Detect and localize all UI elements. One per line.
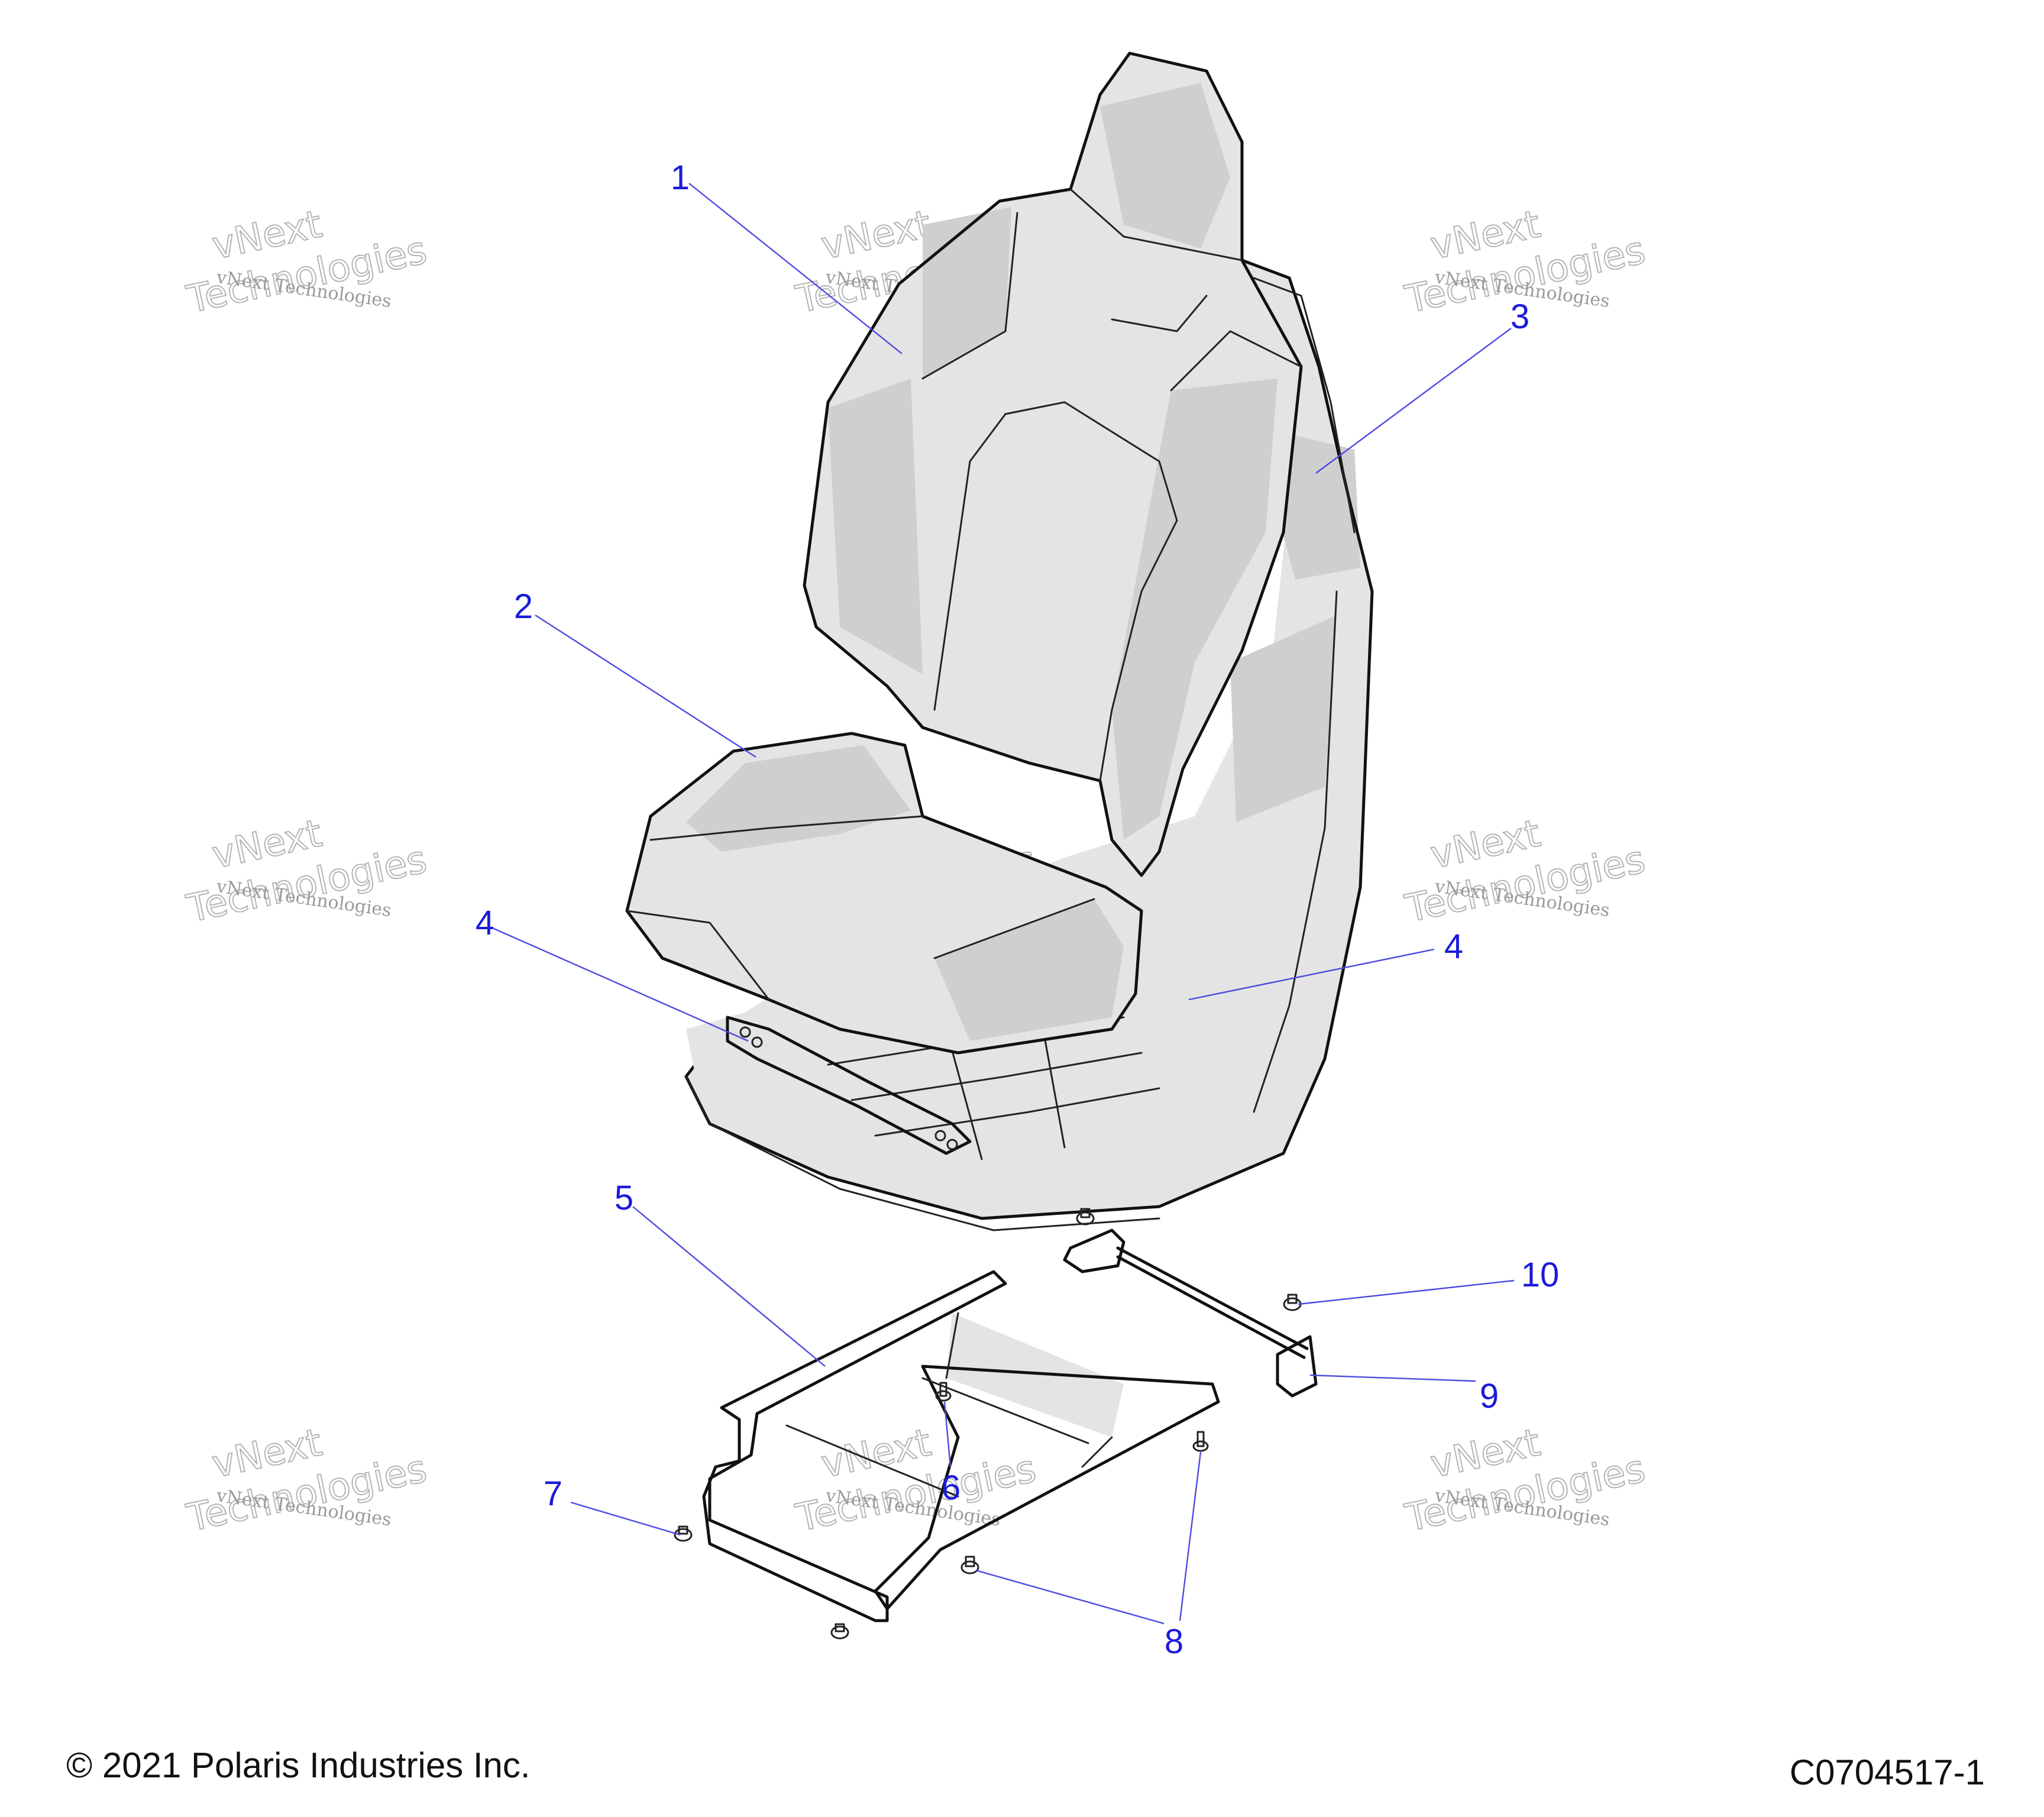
callout-6: 6 <box>942 1469 960 1507</box>
bolt-10 <box>1283 1294 1302 1311</box>
leader-8b <box>1179 1451 1202 1621</box>
drawing-number: C0704517-1 <box>1789 1753 1985 1792</box>
seat-bottom-cushion <box>625 732 1143 1055</box>
leader-6 <box>943 1401 952 1467</box>
callout-10: 10 <box>1521 1256 1560 1294</box>
callout-5: 5 <box>615 1179 633 1217</box>
fasteners <box>674 1208 1302 1640</box>
leader-10 <box>1298 1279 1515 1305</box>
callout-9: 9 <box>1480 1377 1499 1415</box>
leader-4b <box>1188 948 1435 1001</box>
watermark: vNext Technologies <box>182 811 431 932</box>
callout-1: 1 <box>671 159 690 197</box>
bolt-8b <box>1192 1431 1209 1452</box>
callout-7: 7 <box>544 1475 562 1513</box>
leader-9 <box>1309 1374 1476 1382</box>
leader-lines <box>493 183 1515 1625</box>
strap <box>726 1016 972 1155</box>
leader-1 <box>688 183 903 354</box>
watermark: vNext Technologies <box>182 202 431 322</box>
callout-8: 8 <box>1165 1622 1183 1661</box>
leader-2 <box>535 614 756 758</box>
leader-4a <box>493 927 749 1042</box>
copyright-notice: © 2021 Polaris Industries Inc. <box>66 1745 531 1785</box>
bolt-8a <box>960 1556 979 1574</box>
bolt-7 <box>674 1525 693 1542</box>
bolt-top <box>1076 1208 1095 1226</box>
mount-bracket <box>702 1270 1220 1622</box>
backrest-cushion <box>803 51 1303 877</box>
watermark: vNext Technologies <box>1401 1420 1650 1541</box>
leader-8a <box>975 1569 1165 1625</box>
bolt-6 <box>935 1382 952 1402</box>
leader-7 <box>570 1501 681 1536</box>
callout-4b: 4 <box>1444 927 1463 966</box>
watermark: vNext Technologies <box>182 1420 431 1541</box>
callout-3: 3 <box>1511 298 1529 336</box>
callout-2: 2 <box>514 587 533 626</box>
leader-3 <box>1315 328 1512 474</box>
watermark: vNext Technologies <box>791 1420 1040 1541</box>
leader-5 <box>632 1206 826 1367</box>
callout-4a: 4 <box>476 904 494 942</box>
callouts: 1 2 3 4 4 5 6 7 8 9 10 <box>476 159 1559 1661</box>
rod-assembly <box>1063 1228 1318 1398</box>
bolt-7b <box>830 1623 849 1640</box>
watermark: vNext Technologies <box>1401 811 1650 932</box>
